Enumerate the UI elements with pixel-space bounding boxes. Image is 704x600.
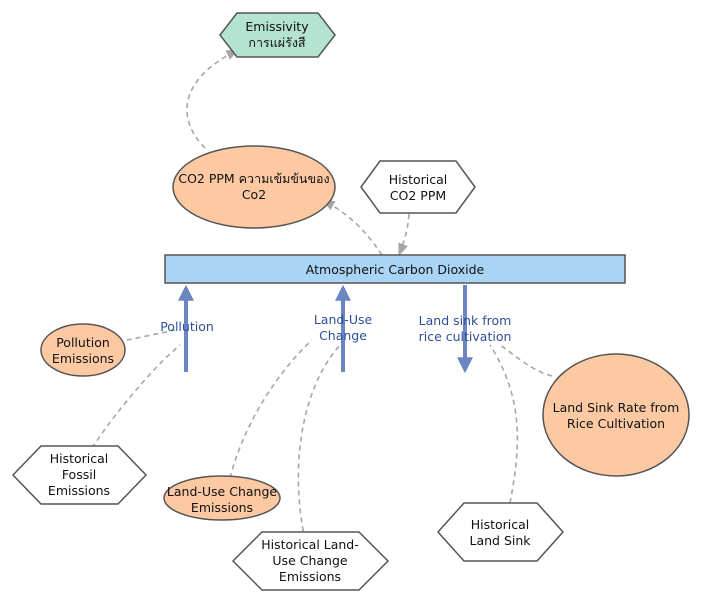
link-historical-co2-to-atmospheric <box>398 213 410 257</box>
land-use-change-emissions-label-line2: Emissions <box>191 500 253 515</box>
historical-land-sink-node[interactable] <box>436 502 565 562</box>
co2-ppm-label-line2: Co2 <box>242 187 266 202</box>
atmospheric-carbon-dioxide-stock[interactable] <box>164 254 626 284</box>
link-historical-land-sink-to-flow <box>489 344 519 504</box>
pollution-emissions-label-line2: Emissions <box>52 351 114 366</box>
atmospheric-carbon-dioxide-label: Atmospheric Carbon Dioxide <box>306 262 485 277</box>
historical-land-sink-label-line2: Land Sink <box>469 533 531 548</box>
land-sink-rate-label-line2: Rice Cultivation <box>567 416 665 431</box>
co2-ppm-label-line1: CO2 PPM ความเข้มข้นของ <box>178 171 329 186</box>
emissivity-label-line1: Emissivity <box>245 19 309 34</box>
pollution-emissions-label-line1: Pollution <box>56 335 110 350</box>
historical-land-sink-label-line1: Historical <box>471 517 530 532</box>
historical-fossil-emissions-node[interactable] <box>11 445 148 505</box>
land-use-change-emissions-label-line1: Land-Use Change <box>167 484 277 499</box>
historical-co2-ppm-label-line2: CO2 PPM <box>390 188 446 203</box>
link-historical-fossil-to-flow <box>91 344 181 449</box>
link-land-sink-rate-to-flow <box>499 344 553 377</box>
historical-fossil-emissions-label-line2: Fossil <box>62 467 96 482</box>
co2-ppm-node[interactable] <box>172 145 336 229</box>
historical-land-use-change-emissions-label-line3: Emissions <box>279 569 341 584</box>
link-co2ppm-to-emissivity <box>186 49 240 149</box>
historical-land-use-change-emissions-label-line2: Use Change <box>272 553 347 568</box>
land-use-change-emissions-node[interactable] <box>163 475 281 521</box>
historical-fossil-emissions-label-line3: Emissions <box>48 483 110 498</box>
emissivity-node[interactable] <box>219 12 336 58</box>
land-use-change-flow-label-line2: Change <box>319 328 367 343</box>
pollution-flow-label: Pollution <box>160 319 214 334</box>
historical-land-use-change-emissions-label-line1: Historical Land- <box>261 537 359 552</box>
land-sink-flow-label-line2: rice cultivation <box>419 329 512 344</box>
pollution-emissions-node[interactable] <box>40 323 126 377</box>
historical-land-use-change-emissions-node[interactable] <box>231 531 390 591</box>
land-use-change-flow-label-line1: Land-Use <box>314 312 373 327</box>
historical-fossil-emissions-label-line1: Historical <box>50 451 109 466</box>
link-historical-land-use-to-flow <box>297 344 341 541</box>
link-pollution-emissions-to-flow <box>117 329 176 343</box>
link-land-use-emissions-to-flow <box>229 339 313 479</box>
historical-co2-ppm-node[interactable] <box>360 160 476 214</box>
emissivity-label-line2: การแผ่รังสี <box>248 35 305 50</box>
land-sink-flow-label-line1: Land sink from <box>419 313 512 328</box>
historical-co2-ppm-label-line1: Historical <box>389 172 448 187</box>
land-sink-rate-node[interactable] <box>542 353 690 477</box>
land-sink-rate-label-line1: Land Sink Rate from <box>553 400 680 415</box>
link-atmospheric-to-co2ppm <box>321 199 383 256</box>
